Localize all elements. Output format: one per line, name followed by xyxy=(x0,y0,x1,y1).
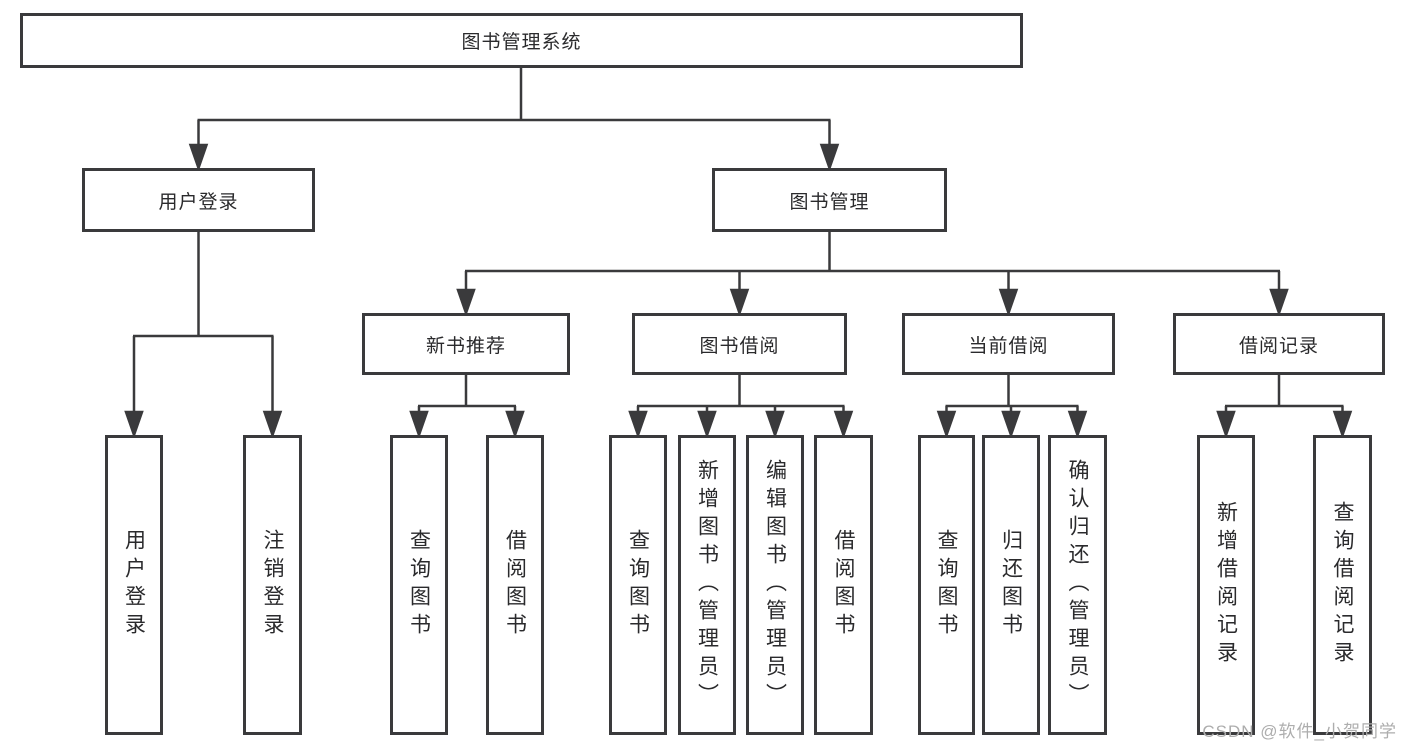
leaf-query-books-borrow: 查询图书 xyxy=(609,435,667,735)
connector-book-management-children xyxy=(456,232,1289,317)
leaf-query-borrow-record: 查询借阅记录 xyxy=(1313,435,1372,735)
node-borrowing-records: 借阅记录 xyxy=(1173,313,1385,375)
node-book-borrowing: 图书借阅 xyxy=(632,313,847,375)
node-current-borrowing: 当前借阅 xyxy=(902,313,1115,375)
connector-user-login-children xyxy=(124,232,283,439)
leaf-return-books: 归还图书 xyxy=(982,435,1040,735)
node-user-login: 用户登录 xyxy=(82,168,315,232)
csdn-watermark: CSDN @软件_小贺同学 xyxy=(1202,722,1397,741)
node-library-management-system: 图书管理系统 xyxy=(20,13,1023,68)
leaf-user-login: 用户登录 xyxy=(105,435,163,735)
connector-new-book-children xyxy=(409,375,525,439)
leaf-add-books-admin: 新增图书（管理员） xyxy=(678,435,736,735)
leaf-borrow-books: 借阅图书 xyxy=(814,435,873,735)
connector-current-borrow-children xyxy=(936,375,1088,439)
leaf-borrow-books-recommend: 借阅图书 xyxy=(486,435,544,735)
leaf-query-books-current: 查询图书 xyxy=(918,435,975,735)
leaf-logout: 注销登录 xyxy=(243,435,302,735)
leaf-add-borrow-record: 新增借阅记录 xyxy=(1197,435,1255,735)
node-new-book-recommendation: 新书推荐 xyxy=(362,313,570,375)
connector-root-to-level2 xyxy=(188,68,840,172)
leaf-confirm-return-admin: 确认归还（管理员） xyxy=(1048,435,1107,735)
connector-borrow-records-children xyxy=(1216,375,1353,439)
leaf-edit-books-admin: 编辑图书（管理员） xyxy=(746,435,804,735)
connector-book-borrow-children xyxy=(628,375,854,439)
leaf-query-books-recommend: 查询图书 xyxy=(390,435,448,735)
node-book-management: 图书管理 xyxy=(712,168,947,232)
